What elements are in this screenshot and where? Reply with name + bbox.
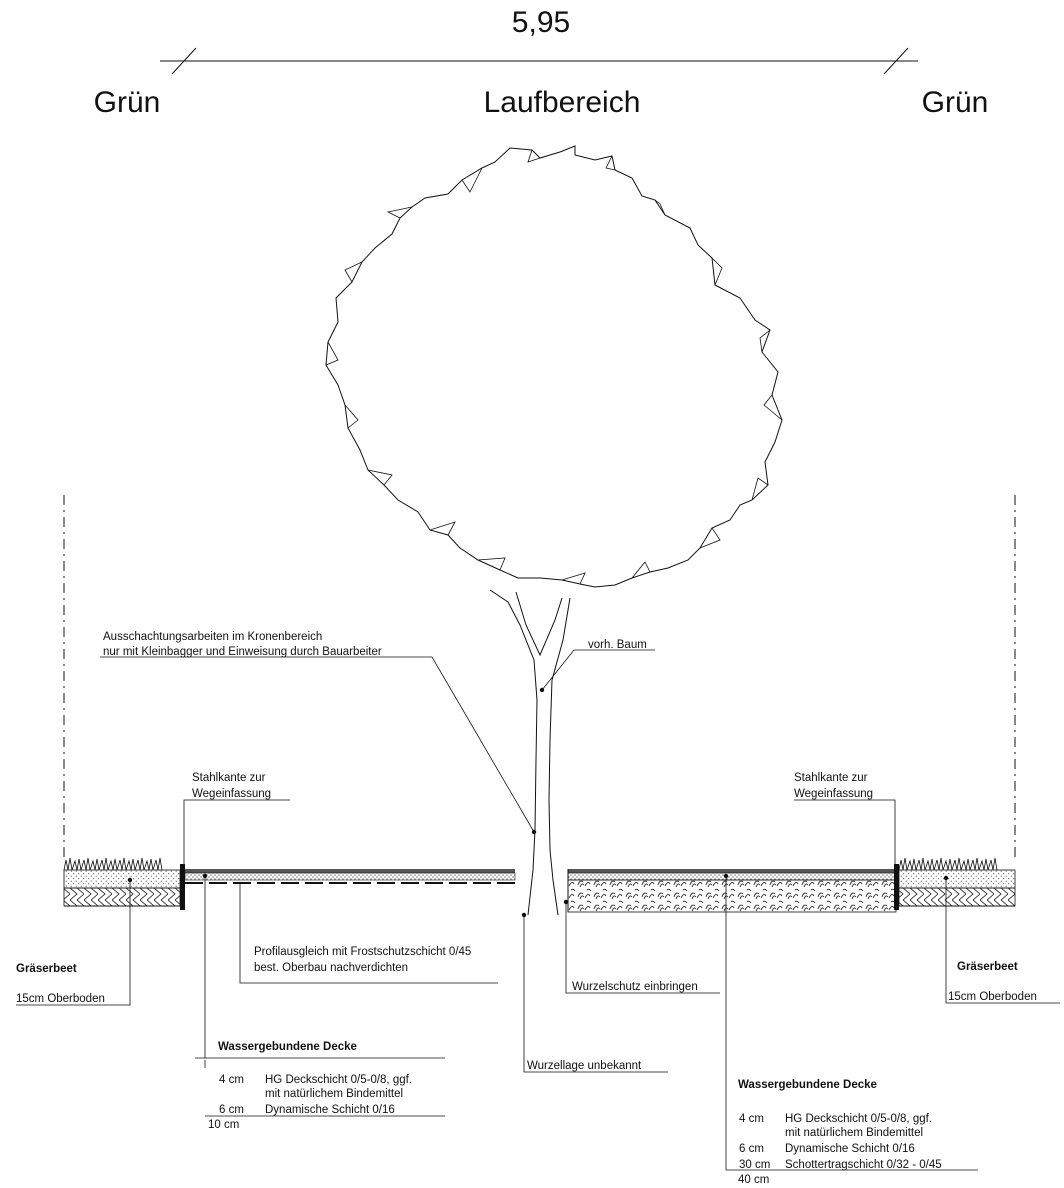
tree-trunk	[489, 589, 571, 916]
grass-bed-right	[898, 857, 1016, 907]
cover-left-layer-desc: Dynamische Schicht 0/16	[265, 1104, 395, 1116]
cover-right-total: 40 cm	[738, 1174, 769, 1186]
cover-right-layer-desc: mit natürlichem Bindemittel	[785, 1127, 923, 1139]
steel-edge-left	[180, 864, 185, 910]
steel-edge-right-line2: Wegeinfassung	[794, 788, 873, 800]
leader-lines	[16, 649, 1060, 1171]
cover-left-layer-thickness: 4 cm	[219, 1074, 244, 1086]
steel-edge-left-line2: Wegeinfassung	[192, 788, 271, 800]
tree-crown-outline	[325, 145, 783, 588]
root-protection-label: Wurzelschutz einbringen	[572, 981, 698, 993]
excavation-note-line1: Ausschachtungsarbeiten im Kronenbereich	[103, 631, 322, 643]
cover-spec-right: Wassergebundene Decke 4 cm HG Deckschich…	[738, 1079, 942, 1186]
profile-note-line2: best. Oberbau nachverdichten	[254, 962, 408, 974]
grass-bed-right-layer: 15cm Oberboden	[948, 991, 1037, 1003]
cover-right-layer-desc: Dynamische Schicht 0/16	[785, 1143, 915, 1155]
grass-bed-left-layer: 15cm Oberboden	[16, 993, 105, 1005]
cover-right-layer-desc: Schottertragschicht 0/32 - 0/45	[785, 1159, 942, 1171]
cover-right-layer-desc: HG Deckschicht 0/5-0/8, ggf.	[785, 1113, 932, 1125]
steel-edge-left-line1: Stahlkante zur	[192, 772, 266, 784]
cover-left-title: Wassergebundene Decke	[218, 1041, 357, 1053]
cover-right-title: Wassergebundene Decke	[738, 1079, 877, 1091]
grass-bed-left	[63, 857, 181, 907]
cover-right-layer-thickness: 4 cm	[739, 1113, 764, 1125]
dimension-label: 5,95	[512, 6, 570, 39]
zone-label-left: Grün	[94, 86, 161, 119]
cover-right-layer-thickness: 30 cm	[739, 1159, 770, 1171]
cover-left-total: 10 cm	[208, 1119, 239, 1131]
cover-right-layer-thickness: 6 cm	[739, 1143, 764, 1155]
dimension-line	[160, 47, 918, 75]
tree-crown-detail	[325, 149, 783, 585]
zone-label-right: Grün	[922, 86, 989, 119]
root-position-label: Wurzellage unbekannt	[527, 1060, 642, 1072]
cover-left-layer-desc: HG Deckschicht 0/5-0/8, ggf.	[265, 1074, 412, 1086]
profile-note-line1: Profilausgleich mit Frostschutzschicht 0…	[254, 946, 471, 958]
steel-edge-right	[894, 864, 899, 910]
excavation-note-line2: nur mit Kleinbagger und Einweisung durch…	[103, 646, 382, 658]
path-surface-left	[184, 869, 516, 884]
cover-spec-left: Wassergebundene Decke 4 cm HG Deckschich…	[205, 1041, 445, 1131]
cover-left-layer-desc: mit natürlichem Bindemittel	[265, 1088, 403, 1100]
path-surface-right	[567, 869, 897, 913]
zone-label-center: Laufbereich	[484, 86, 641, 119]
steel-edge-right-line1: Stahlkante zur	[794, 772, 868, 784]
grass-bed-left-title: Gräserbeet	[16, 963, 77, 975]
cover-left-layer-thickness: 6 cm	[219, 1104, 244, 1116]
tree-label: vorh. Baum	[588, 639, 647, 651]
grass-bed-right-title: Gräserbeet	[957, 961, 1018, 973]
